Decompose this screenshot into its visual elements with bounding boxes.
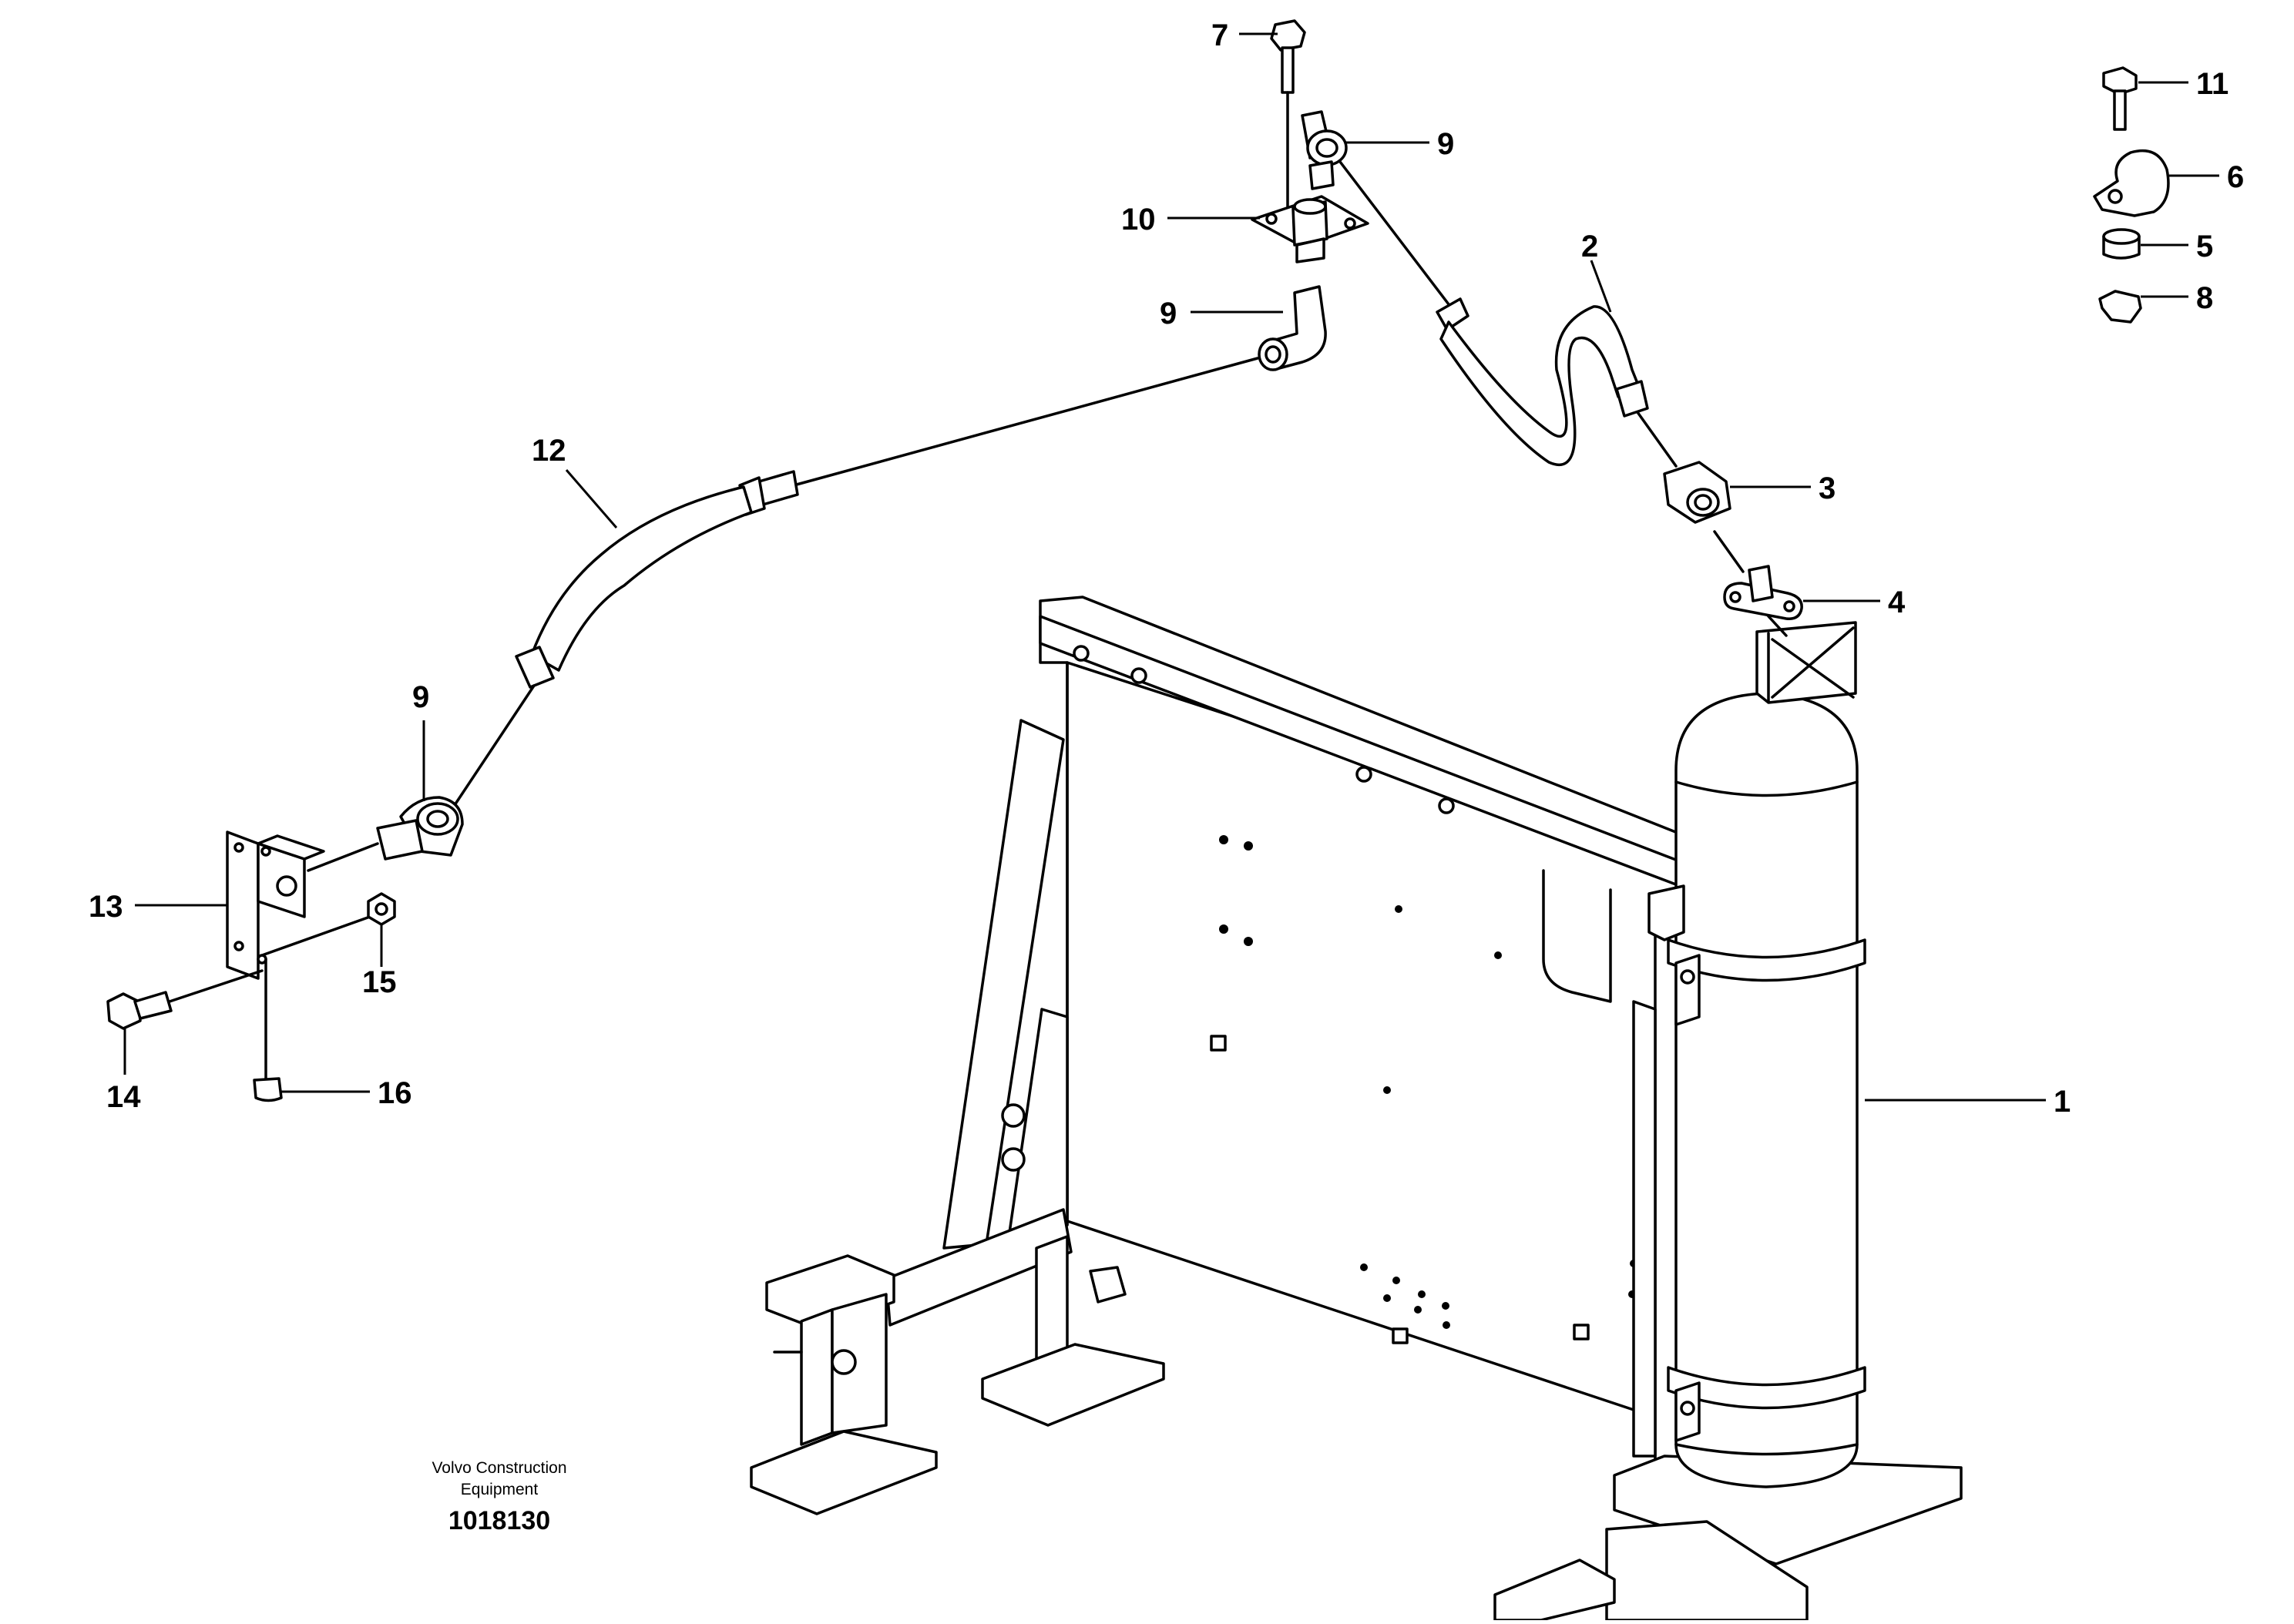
callout-13: 13 xyxy=(89,890,123,924)
hose-assembly-left xyxy=(307,357,1259,872)
title-block: Volvo Construction Equipment 1018130 xyxy=(432,1459,566,1535)
callout-9-left: 9 xyxy=(412,680,429,714)
junction-block xyxy=(106,830,396,1102)
callout-9-lower: 9 xyxy=(1160,297,1177,331)
callout-3: 3 xyxy=(1819,471,1836,505)
callout-5: 5 xyxy=(2196,230,2213,263)
callout-14: 14 xyxy=(106,1080,141,1114)
callout-9-upper: 9 xyxy=(1437,127,1454,161)
air-tank xyxy=(1647,621,1866,1488)
callout-15: 15 xyxy=(362,965,397,999)
hose-assembly-right xyxy=(1324,141,1803,637)
bulkhead-assembly xyxy=(1251,19,1369,371)
brand-line-1: Volvo Construction xyxy=(432,1459,566,1477)
callout-7: 7 xyxy=(1211,18,1228,52)
callout-6: 6 xyxy=(2227,160,2244,194)
leader-lines xyxy=(123,32,2219,1102)
callout-12: 12 xyxy=(532,434,566,468)
callout-8: 8 xyxy=(2196,281,2213,315)
callout-labels: 1 2 3 4 5 6 7 8 9 9 9 10 11 12 13 14 15 … xyxy=(89,18,2244,1119)
callout-16: 16 xyxy=(378,1076,412,1110)
mounting-frame xyxy=(750,596,1963,1622)
callout-10: 10 xyxy=(1121,203,1156,237)
callout-2: 2 xyxy=(1581,230,1598,263)
callout-11: 11 xyxy=(2196,67,2229,101)
callout-4: 4 xyxy=(1888,586,1906,619)
document-number: 1018130 xyxy=(448,1506,550,1535)
brand-line-2: Equipment xyxy=(461,1481,539,1498)
callout-1: 1 xyxy=(2054,1085,2071,1119)
loose-parts xyxy=(2093,66,2170,324)
